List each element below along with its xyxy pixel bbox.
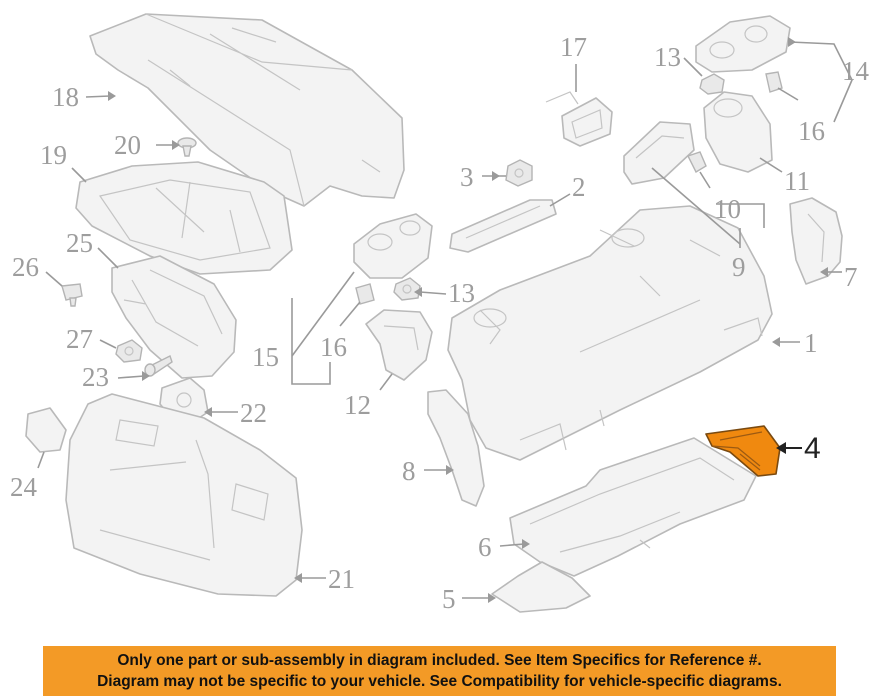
callout-12: 12: [344, 390, 371, 420]
part-13-nut-left: [393, 277, 421, 301]
part-8-side-trim-strip: [427, 389, 485, 507]
callout-23: 23: [82, 362, 109, 392]
leader-arrowheads: [108, 37, 828, 603]
callout-4-highlighted: 4: [804, 432, 821, 465]
part-26-bolt: [61, 283, 83, 307]
part-24-trim-cover: [25, 407, 67, 453]
callout-9: 9: [732, 252, 746, 282]
part-16-clip-right: [765, 71, 783, 93]
callout-11: 11: [784, 166, 810, 196]
callout-1: 1: [804, 328, 818, 358]
part-17-trunk-light: [545, 91, 613, 147]
callout-15: 15: [252, 342, 279, 372]
disclaimer-banner: Only one part or sub-assembly in diagram…: [43, 646, 836, 696]
callout-17: 17: [560, 32, 587, 62]
part-13-nut-right: [699, 73, 725, 95]
leader-lines: [37, 41, 853, 599]
part-18-package-tray: [89, 13, 405, 207]
callout-25: 25: [66, 228, 93, 258]
callout-13-left: 13: [448, 278, 475, 308]
callout-19: 19: [40, 140, 67, 170]
callout-labels: 18 19 20 25 26 27 23 22 24 21 15 16 12 1…: [10, 32, 870, 614]
callout-22: 22: [240, 398, 267, 428]
part-16-clip-left: [355, 283, 375, 305]
callout-8: 8: [402, 456, 416, 486]
callout-20: 20: [114, 130, 141, 160]
part-21-seatback-trim: [65, 393, 303, 597]
part-3-nut: [505, 159, 533, 187]
part-12-bracket: [365, 309, 433, 381]
parts-diagram: 18 19 20 25 26 27 23 22 24 21 15 16 12 1…: [10, 13, 870, 614]
part-5-floor-panel: [491, 561, 591, 613]
callout-26: 26: [12, 252, 39, 282]
part-20-clip: [177, 137, 197, 157]
part-23-screw: [144, 355, 173, 377]
part-15-cupholder-trim: [353, 213, 433, 279]
callout-13-right: 13: [654, 42, 681, 72]
callout-6: 6: [478, 532, 492, 562]
part-27-nut: [115, 339, 143, 363]
callout-2: 2: [572, 172, 586, 202]
callout-16-right: 16: [798, 116, 825, 146]
part-14-cupholder-top: [695, 15, 791, 73]
callout-14: 14: [842, 56, 870, 86]
part-2-trim-strip: [449, 199, 557, 253]
callout-16-left: 16: [320, 332, 347, 362]
part-25-hinge-cover: [111, 255, 237, 379]
callout-5: 5: [442, 584, 456, 614]
callout-27: 27: [66, 324, 93, 354]
part-4-highlighted: [705, 425, 781, 477]
part-11-cupholder-body: [703, 91, 773, 173]
part-19-trunk-lid-liner: [75, 161, 293, 275]
part-1-trunk-liner: [447, 205, 773, 461]
callout-21: 21: [328, 564, 355, 594]
disclaimer-line-1: Only one part or sub-assembly in diagram…: [117, 652, 762, 669]
callout-3: 3: [460, 162, 474, 192]
part-7-side-trim: [789, 197, 843, 285]
part-6-trunk-floor-mat: [509, 437, 757, 577]
part-10-bracket: [623, 121, 707, 185]
callout-10: 10: [714, 194, 741, 224]
callout-18: 18: [52, 82, 79, 112]
disclaimer-line-2: Diagram may not be specific to your vehi…: [97, 673, 782, 690]
callout-7: 7: [844, 262, 858, 292]
callout-24: 24: [10, 472, 38, 502]
